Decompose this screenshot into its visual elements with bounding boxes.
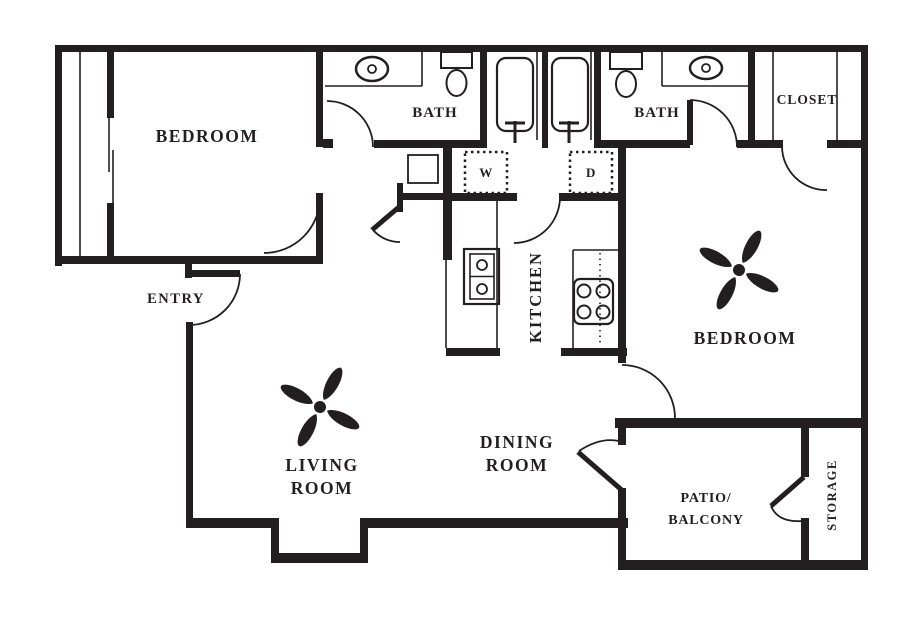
wall-post-bath2-closet (737, 140, 755, 148)
bath1-hinge-post (323, 139, 333, 148)
wall-kitchen-east (618, 140, 626, 363)
wall-storage-west-upper (801, 428, 809, 477)
wall-living-west (186, 322, 193, 528)
bedroom2-door-arc (621, 364, 676, 419)
wall-bump-bottom (271, 553, 368, 563)
wall-kitchen-north-east (559, 193, 622, 201)
wall-bedroom1-closet-top (107, 52, 114, 118)
wall-closet-south-right (827, 140, 868, 148)
bath2-label: BATH (634, 105, 679, 121)
bedroom1-door-leaf (316, 193, 323, 256)
wall-pantry-stub (397, 183, 403, 212)
wall-pantry-south (400, 193, 447, 200)
stove-burner-1 (576, 283, 592, 299)
doors (188, 99, 828, 523)
patio-label-line2: BALCONY (668, 513, 744, 528)
wall-bedroom2-south (615, 418, 868, 428)
kitchen-sink-drain-2 (476, 283, 488, 295)
washer-label: W (479, 165, 493, 180)
kitchen-label: KITCHEN (526, 251, 545, 343)
entry-door-leaf (185, 270, 240, 277)
bedroom1-door-arc (263, 196, 321, 254)
wall-bedroom1-east (316, 45, 323, 147)
living-room-label-line2: ROOM (291, 478, 353, 498)
wall-patio-post (618, 418, 626, 445)
wall-closet-west (748, 45, 755, 148)
thin-lines (79, 52, 838, 348)
wall-patio-south (618, 560, 868, 570)
dining-room-label-line2: ROOM (486, 455, 548, 475)
dryer-label: D (586, 165, 596, 180)
patio-slider-arc (578, 439, 620, 452)
stove-burner-4 (595, 304, 611, 320)
bath2-door-arc (689, 99, 738, 148)
wall-bump-left (271, 518, 279, 563)
wall-south-east (360, 518, 628, 528)
bath1-sink (354, 55, 390, 83)
bath2-toilet-bowl (615, 70, 637, 98)
entry-label: ENTRY (147, 291, 205, 307)
bath1-sink-drain (367, 64, 377, 74)
stove-burner-2 (595, 283, 611, 299)
patio-label-line1: PATIO/ (681, 491, 732, 506)
wall-laundry-west (443, 140, 452, 260)
bedroom2-fan-icon (679, 210, 799, 330)
bath2-tub (550, 56, 590, 133)
water-heater (407, 154, 439, 184)
washer-box (463, 150, 509, 195)
wall-kitchen-north-west (450, 193, 517, 201)
bath1-toilet-tank (440, 51, 473, 69)
closet-door-arc (781, 146, 828, 191)
entry-door-arc (188, 273, 241, 326)
wall-bedroom1-bottom (55, 256, 323, 264)
room-labels: BEDROOM BATH BATH CLOSET W D ENTRY KITCH… (147, 92, 839, 531)
storage-door-leaf (769, 475, 806, 508)
bedroom1-label: BEDROOM (156, 126, 259, 146)
wall-bath1-south (374, 140, 487, 148)
kitchen-sink-drain-1 (476, 259, 488, 271)
living-room-label-line1: LIVING (285, 455, 358, 475)
bath2-sink (688, 55, 724, 81)
patio-slider-leaf (576, 450, 626, 494)
living-room-fan-icon (260, 347, 380, 467)
pantry-door-arc (372, 229, 401, 243)
wall-tub-divider-mid (542, 45, 548, 148)
wall-counter-stub-east (561, 348, 627, 356)
wall-outer-left (55, 45, 62, 266)
stove-burner-3 (576, 304, 592, 320)
pantry-door-leaf (370, 205, 401, 232)
wall-patio-west (618, 488, 626, 570)
wall-bedroom1-closet-bottom (107, 203, 114, 259)
wall-outer-top (55, 45, 868, 52)
dining-room-label-line1: DINING (480, 432, 554, 452)
stove (572, 277, 615, 326)
bath2-sink-drain (701, 63, 711, 73)
bath1-toilet-bowl (445, 69, 468, 97)
bath1-door-arc (326, 100, 374, 148)
kitchen-sink-outer (462, 247, 501, 306)
storage-door-arc (770, 505, 804, 523)
bath2-door-leaf (687, 100, 693, 145)
wall-tub-divider-east (594, 45, 601, 148)
wall-bath2-south (594, 140, 690, 148)
bath2-toilet-tank (609, 51, 643, 70)
wall-storage-west-lower (801, 518, 809, 566)
bath1-tub (495, 56, 535, 133)
kitchen-door-arc (513, 196, 561, 244)
walls (55, 45, 868, 570)
wall-outer-right (861, 45, 868, 570)
storage-label: STORAGE (825, 459, 839, 530)
wall-south-west (186, 518, 278, 528)
fixtures (354, 51, 724, 326)
bath1-label: BATH (412, 105, 457, 121)
wall-counter-stub-west (446, 348, 500, 356)
wall-closet-south-left (748, 140, 783, 148)
wall-bump-right (360, 518, 368, 563)
bedroom2-label: BEDROOM (694, 328, 797, 348)
dryer-box (568, 150, 614, 195)
closet-label: CLOSET (777, 92, 838, 107)
wall-tub-divider-west (480, 45, 487, 148)
